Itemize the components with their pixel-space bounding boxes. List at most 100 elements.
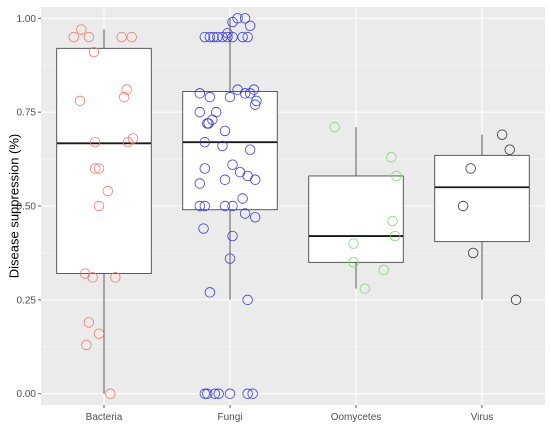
data-point [194,106,205,118]
data-point [199,388,211,399]
data-points [68,13,522,399]
data-point [209,388,221,399]
data-point [248,84,260,95]
data-point [239,13,251,24]
data-point [194,178,205,189]
data-point [242,31,253,43]
data-point [105,388,116,399]
data-point [199,200,211,212]
x-tick-label: Bacteria [86,412,123,423]
data-point [204,31,216,43]
data-point [348,257,359,268]
data-point [348,238,359,249]
data-point [387,215,398,227]
data-point [204,287,216,298]
data-point [239,208,251,219]
data-point [359,283,371,294]
data-point [74,95,86,107]
data-point [89,136,101,148]
data-point [83,317,95,328]
data-point [121,84,132,95]
y-tick-label: 0.50 [17,202,37,213]
data-point [219,200,231,212]
data-point [102,185,113,197]
data-point [389,230,401,242]
data-point [227,16,238,28]
data-point [93,163,105,174]
data-point [247,388,258,399]
data-point [224,91,236,103]
box-bacteria [56,47,152,274]
data-point [212,31,223,43]
y-axis-title: Disease suppression (%) [6,134,21,279]
data-point [391,170,402,182]
data-point [199,136,211,148]
data-point [83,31,95,43]
data-point [118,91,130,103]
data-point [227,31,238,43]
data-point [227,200,238,212]
data-point [227,230,238,242]
data-point [378,264,389,276]
data-point [217,140,228,152]
y-tick-label: 0.25 [17,295,37,306]
data-point [194,88,205,99]
x-tick-label: Oomycetes [331,412,382,423]
data-point [222,31,233,43]
data-point [386,151,397,163]
data-point [219,125,231,137]
data-point [457,200,469,212]
data-point [126,31,137,43]
box-virus [434,154,530,243]
data-point [89,163,101,174]
data-point [244,88,256,99]
box-fungi [182,91,278,211]
data-point [110,272,121,283]
data-point [217,31,228,43]
data-point [329,121,340,133]
data-point [496,129,508,140]
data-point [242,388,253,399]
data-point [202,388,213,399]
data-point [227,159,238,170]
data-point [208,31,219,43]
data-point [244,144,256,155]
x-tick-label: Virus [471,412,494,423]
data-point [194,200,205,212]
data-point [504,144,515,155]
data-point [76,24,87,35]
data-point [242,294,253,306]
box-oomycetes [308,175,404,263]
data-point [81,339,92,351]
data-point [224,253,236,264]
data-point [249,174,261,185]
data-point [213,388,224,399]
y-tick-label: 0.75 [17,108,37,119]
data-point [68,31,79,43]
data-point [93,200,105,212]
data-point [93,328,105,339]
y-tick-label: 0.00 [17,389,37,400]
data-point [465,163,476,174]
data-point [87,272,98,283]
data-point [467,247,479,259]
data-point [239,88,251,99]
data-point [198,223,209,234]
boxes [56,18,530,394]
data-point [249,212,261,223]
data-point [88,46,100,58]
data-point [203,118,214,129]
data-point [204,91,216,103]
y-tick-label: 1.00 [17,14,37,25]
data-point [249,99,261,110]
data-point [122,136,134,148]
data-point [237,31,248,43]
data-point [224,388,236,399]
data-point [237,193,248,204]
data-point [510,294,522,306]
data-point [199,31,211,43]
data-point [116,31,127,43]
